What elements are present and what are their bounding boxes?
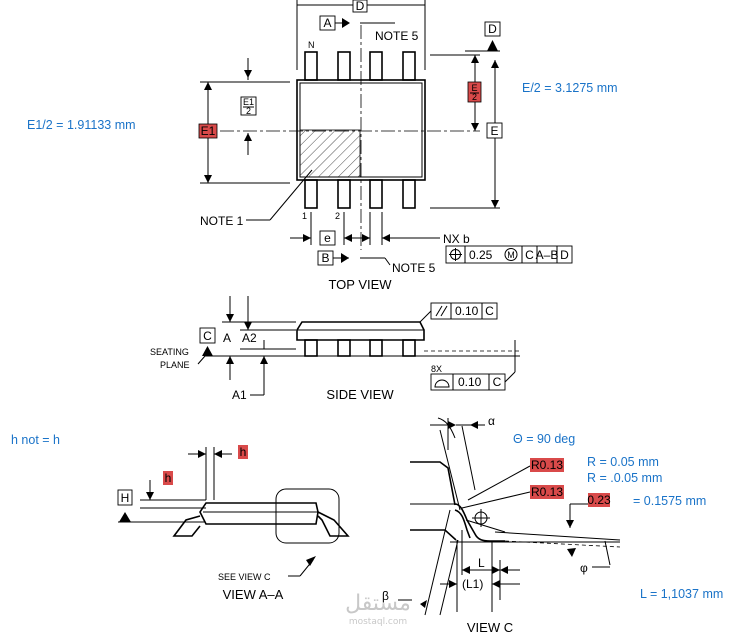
r013-label-2: R0.13	[531, 485, 563, 499]
datum-d-right-label: D	[488, 22, 497, 36]
count-8x: 8X	[431, 364, 442, 374]
label-l: L	[478, 556, 485, 570]
e-pitch-box	[319, 230, 336, 246]
side-label-a: A	[223, 331, 231, 345]
side-label-a1: A1	[232, 388, 247, 402]
profile-frame: 0.10 C	[430, 373, 506, 391]
datum-b-label: B	[321, 251, 329, 265]
h-highlight-left	[163, 471, 173, 485]
note5-top: NOTE 5	[375, 29, 419, 43]
annotation-e1-half: E1/2 = 1.91133 mm	[27, 118, 136, 132]
fcf-ref2: A–B	[536, 248, 559, 262]
fcf-ref1: C	[525, 248, 534, 262]
e-pitch-label: e	[324, 231, 331, 245]
watermark-logo-text: مستقل	[345, 591, 411, 616]
parallel-value: 0.10	[455, 304, 479, 318]
datum-e-label: E	[490, 124, 498, 138]
note5-bottom: NOTE 5	[392, 261, 436, 275]
val-023-highlight	[588, 493, 610, 507]
fcf-modifier: M	[507, 250, 515, 260]
label-h-top: h	[240, 445, 247, 459]
parallel-ref: C	[485, 304, 494, 318]
seating-plane-1: SEATING	[150, 347, 189, 357]
pin-1-label: 1	[302, 211, 307, 221]
view-c: α R0.13 R0.13 0.23 φ L	[382, 414, 621, 635]
datum-d-top-label: D	[356, 0, 365, 13]
datum-box-h	[117, 489, 133, 506]
r013-highlight-2	[530, 485, 564, 499]
watermark-logo: مستقل mostaql.com	[345, 591, 411, 627]
annotation-r-neg005: R = .0.05 mm	[587, 471, 662, 485]
annotation-l-value: L = 1,1037 mm	[640, 587, 723, 601]
datum-box-d-top	[352, 0, 368, 13]
see-view-c: SEE VIEW C	[218, 572, 271, 582]
e1-highlight	[198, 123, 218, 139]
view-aa-caption: VIEW A–A	[223, 587, 284, 602]
datum-h-label: H	[121, 491, 130, 505]
annotation-h-not: h not = h	[11, 433, 60, 447]
label-l1: (L1)	[462, 577, 483, 591]
annotations: E1/2 = 1.91133 mm E/2 = 3.1275 mm h not …	[11, 81, 723, 601]
phi-label: φ	[580, 561, 588, 575]
side-label-a2: A2	[242, 331, 257, 345]
fcf-value: 0.25	[469, 248, 493, 262]
annotation-e-half: E/2 = 3.1275 mm	[522, 81, 618, 95]
side-view: A A2 A1 C SEATING PLANE 0.10 C 8X	[150, 296, 520, 402]
label-h-left: h	[165, 471, 172, 485]
fcf-ref3: D	[560, 248, 569, 262]
note1: NOTE 1	[200, 214, 244, 228]
r013-highlight-1	[530, 458, 564, 472]
pin-n-label: N	[308, 40, 315, 50]
pin-2-label: 2	[335, 211, 340, 221]
profile-ref: C	[493, 375, 502, 389]
datum-box-c	[199, 327, 216, 344]
e-half-highlight	[467, 81, 482, 103]
seating-plane-2: PLANE	[160, 360, 190, 370]
r013-label-1: R0.13	[531, 458, 563, 472]
datum-e1-label: E1	[201, 124, 216, 138]
val-023-label: 0.23	[587, 493, 611, 507]
datum-box-e	[486, 122, 503, 139]
view-a-a: h h H SEE VIEW C VIEW A–A	[117, 445, 350, 602]
e1-half-box	[240, 96, 257, 116]
position-tolerance-frame: 0.25 M C A–B D	[445, 245, 573, 264]
annotation-01575: = 0.1575 mm	[633, 494, 706, 508]
datum-box-d-right	[484, 21, 501, 37]
e1-half-den: 2	[246, 106, 251, 116]
watermark-site: mostaql.com	[349, 617, 407, 627]
annotation-theta: Θ = 90 deg	[513, 432, 575, 446]
side-view-caption: SIDE VIEW	[326, 387, 394, 402]
h-highlight-top	[238, 445, 248, 459]
top-view: D A NOTE 5 D N	[198, 0, 573, 292]
e1-half-num: E1	[243, 97, 254, 107]
top-view-caption: TOP VIEW	[328, 277, 392, 292]
nx-b-label: NX b	[443, 232, 470, 246]
datum-c-label: C	[203, 329, 212, 343]
parallelism-frame: 0.10 C	[430, 302, 498, 320]
e-half-num: E	[471, 83, 477, 93]
profile-value: 0.10	[458, 375, 482, 389]
e-half-den: 2	[472, 92, 477, 102]
alpha-label: α	[488, 414, 495, 428]
view-c-caption: VIEW C	[467, 620, 513, 635]
datum-a-label: A	[323, 16, 331, 30]
annotation-r-005: R = 0.05 mm	[587, 455, 659, 469]
beta-label: β	[382, 589, 389, 603]
